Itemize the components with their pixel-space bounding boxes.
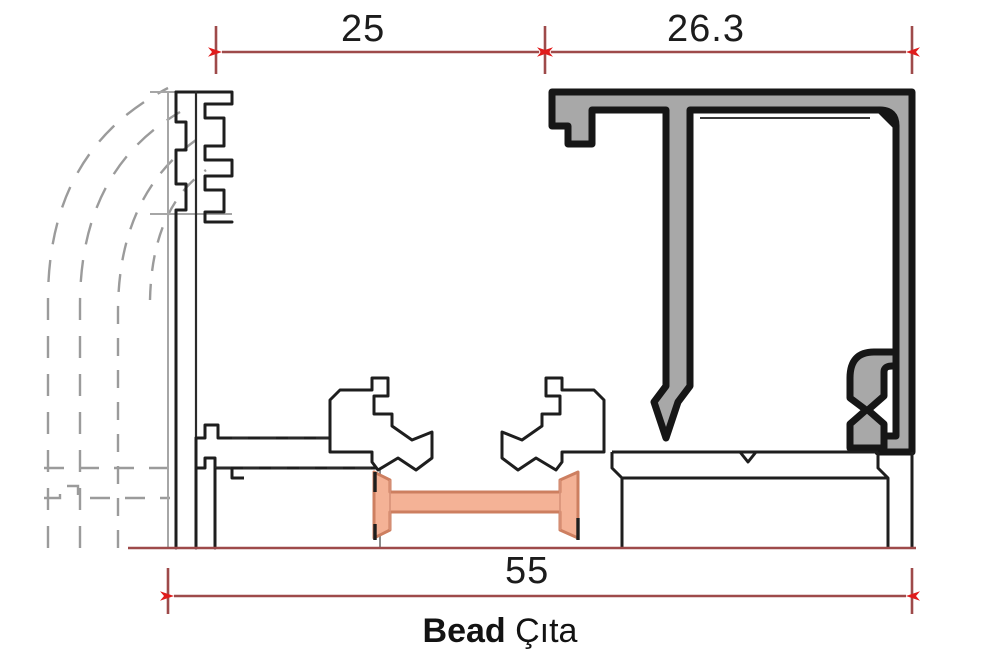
base-chamber-right — [610, 450, 914, 548]
bead-seat-left — [328, 376, 434, 472]
phantom-arc-group — [44, 86, 207, 548]
dimension-26-3 — [537, 26, 920, 74]
sash-profile-right — [548, 88, 916, 456]
caption-normal-text: Çıta — [515, 612, 578, 650]
dimension-label-25: 25 — [341, 8, 386, 50]
caption-bold-text: Bead — [422, 612, 506, 650]
dimension-label-55: 55 — [505, 550, 550, 592]
dimension-55 — [160, 568, 920, 614]
bead-edge-ticks — [373, 472, 580, 540]
bead-seat-right — [500, 376, 606, 472]
drawing-caption: Bead Çıta — [0, 612, 1000, 651]
frame-profile-left — [174, 90, 382, 550]
base-chamber-left — [213, 468, 244, 548]
dimension-label-26-3: 26.3 — [667, 8, 745, 50]
glazing-bead — [372, 470, 580, 540]
